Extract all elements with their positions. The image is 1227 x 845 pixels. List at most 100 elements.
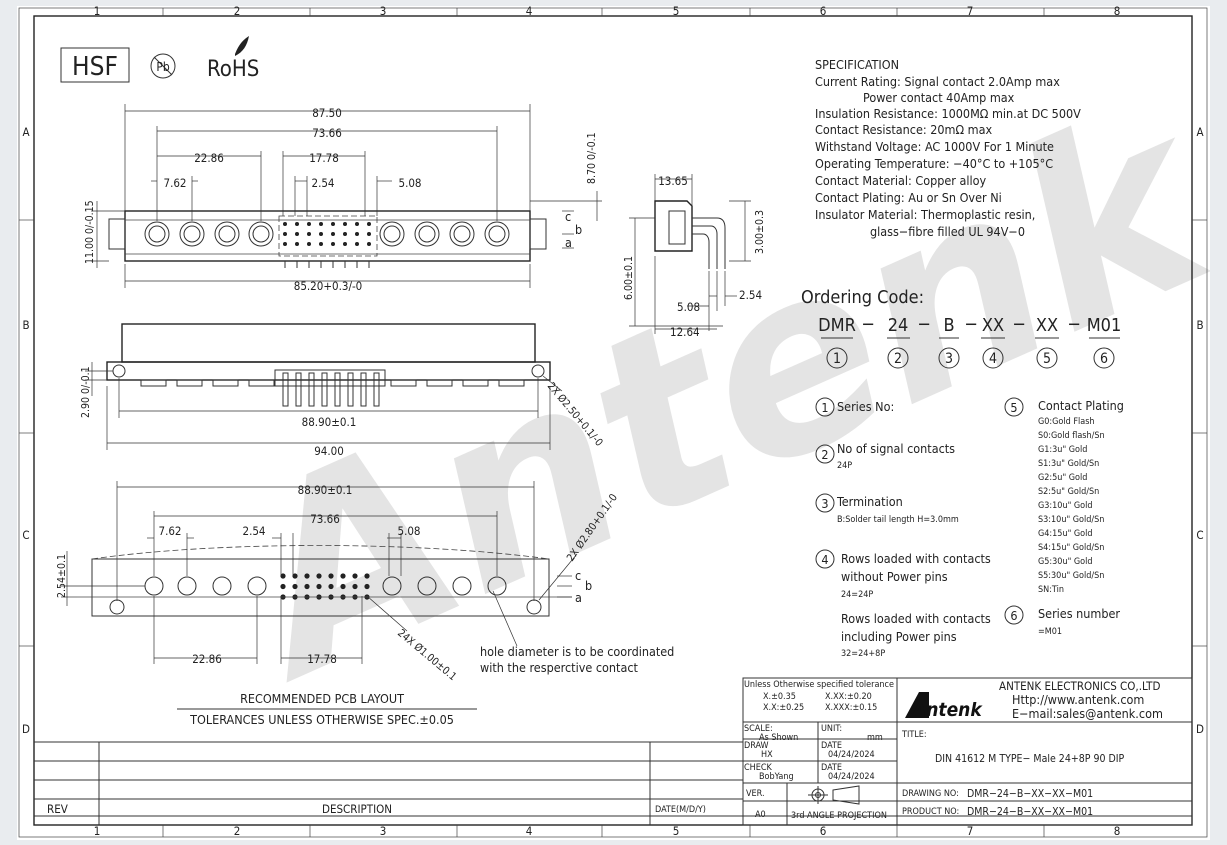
pin-dot (280, 583, 286, 590)
code-num: 1 (833, 351, 841, 367)
scale-value: As Shown (759, 733, 798, 743)
rev-header: REV (47, 802, 68, 816)
ver-label: VER. (746, 789, 765, 799)
outer-border (18, 7, 1208, 838)
tol-3: X.X:±0.25 (763, 703, 804, 713)
pcb-row-a: a (575, 590, 582, 605)
leaf-icon (235, 36, 249, 56)
hsf-badge (60, 47, 130, 83)
scale-label: SCALE: (744, 724, 773, 734)
spec-line: Insulator Material: Thermoplastic resin, (815, 207, 1035, 222)
unit-value: mm (867, 733, 883, 743)
plating-option: G5:30u" Gold (1038, 557, 1093, 567)
pin-dot (343, 222, 347, 226)
ordering-code: Ordering Code: DMR 24 B XX XX M01 −−−−− … (801, 287, 1124, 659)
frame-grid (19, 8, 1207, 837)
col-label: 5 (673, 824, 680, 838)
pin-dot (331, 222, 335, 226)
plating-option: G1:3u" Gold (1038, 445, 1087, 455)
dim-12-64: 12.64 (670, 325, 700, 339)
pin-dot (292, 573, 298, 579)
dim-85-20: 85.20+0.3/-0 (294, 279, 363, 293)
tol-2: X.XX:±0.20 (825, 692, 872, 702)
code-num: 3 (945, 351, 953, 367)
spec-line: Contact Material: Copper alloy (815, 173, 987, 188)
spec-line: Contact Plating: Au or Sn Over Ni (815, 190, 1002, 205)
pin-dot (331, 242, 335, 246)
inner-border (33, 15, 1193, 826)
dim-2-90: 2.90 0/-0.1 (80, 366, 92, 418)
spec-line: Operating Temperature: −40°C to +105°C (815, 156, 1053, 171)
dim-7-62-pcb: 7.62 (158, 524, 181, 538)
pin-dot (307, 222, 311, 226)
row-label: C (1196, 528, 1203, 542)
pcb-tolerance: TOLERANCES UNLESS OTHERWISE SPEC.±0.05 (189, 712, 454, 727)
pin-dot (340, 583, 346, 590)
dim-22-86: 22.86 (194, 151, 224, 165)
pcb-layout-title: RECOMMENDED PCB LAYOUT (240, 691, 404, 706)
pin-dot (343, 242, 347, 246)
dim-5-08-side: 5.08 (677, 300, 700, 314)
spec-line: Current Rating: Signal contact 2.0Amp ma… (815, 74, 1060, 89)
col-label: 8 (1114, 6, 1121, 18)
pin-dot (328, 573, 334, 579)
dim-94-00: 94.00 (314, 444, 344, 458)
title-block: Unless Otherwise specified tolerance X.±… (742, 677, 1193, 826)
company-name: ANTENK ELECTRONICS CO,.LTD (999, 679, 1160, 693)
code-num: 2 (894, 351, 902, 367)
pin-dot (304, 583, 310, 590)
row-label: D (22, 722, 30, 736)
front-pin (360, 372, 367, 407)
check-label: CHECK (744, 763, 773, 773)
date-label-2: DATE (821, 763, 842, 773)
dim-22-86-pcb: 22.86 (192, 652, 222, 666)
company-http: Http://www.antenk.com (1012, 692, 1144, 707)
dim-2-54: 2.54 (311, 176, 334, 190)
draw-value: HX (761, 750, 773, 760)
pin-dot (319, 222, 323, 226)
company-logo: Antenk (905, 692, 983, 721)
dim-8-70: 8.70 0/-0.1 (586, 132, 598, 184)
termination-value: B:Solder tail length H=3.0mm (837, 515, 959, 525)
pin-dot (328, 583, 334, 590)
pin-dot (316, 583, 322, 590)
revision-table: REV DESCRIPTION DATE(M/D/Y) (34, 741, 1192, 825)
projection-label: 3rd ANGLE PROJECTION (791, 811, 887, 821)
col-label: 4 (526, 824, 533, 838)
svg-text:−: − (964, 314, 978, 335)
side-view: 13.65 3.00±0.3 6.00±0.1 2.54 5.08 12.64 (623, 174, 766, 339)
col-label: 2 (234, 6, 241, 18)
pin-dot (331, 232, 335, 236)
drawing-title: DIN 41612 M TYPE− Male 24+8P 90 DIP (935, 753, 1125, 765)
item-num: 5 (1010, 400, 1017, 415)
check-value: BobYang (759, 772, 794, 782)
company-logo-text: Antenk (911, 699, 983, 721)
date-header: DATE(M/D/Y) (655, 805, 706, 815)
col-label: 7 (967, 6, 974, 18)
row-a: a (565, 235, 572, 250)
series-number-value: =M01 (1038, 627, 1062, 637)
plating-title: Contact Plating (1038, 398, 1124, 413)
pin-dot (280, 573, 286, 579)
item-num: 6 (1010, 608, 1017, 623)
rows-title: without Power pins (841, 569, 948, 584)
title-label: TITLE: (901, 730, 927, 740)
pin-dot (367, 242, 371, 246)
item-num: 2 (821, 447, 828, 462)
product-no: DMR−24−B−XX−XX−M01 (967, 806, 1093, 818)
plating-option: G4:15u" Gold (1038, 529, 1093, 539)
svg-text:−: − (1067, 314, 1081, 335)
front-pin (295, 372, 302, 407)
dim-87-50: 87.50 (312, 106, 342, 120)
code-part: B (943, 315, 954, 336)
pb-free-icon (150, 53, 176, 79)
draw-label: DRAW (744, 741, 769, 751)
rohs-label: RoHS (207, 57, 259, 82)
row-b: b (575, 222, 582, 237)
pin-dot (355, 232, 359, 236)
drawing-no: DMR−24−B−XX−XX−M01 (967, 788, 1093, 800)
plating-option: SN:Tin (1038, 585, 1064, 595)
date-label: DATE (821, 741, 842, 751)
col-label: 1 (94, 6, 101, 18)
hole-note-line2: with the resperctive contact (480, 660, 639, 675)
